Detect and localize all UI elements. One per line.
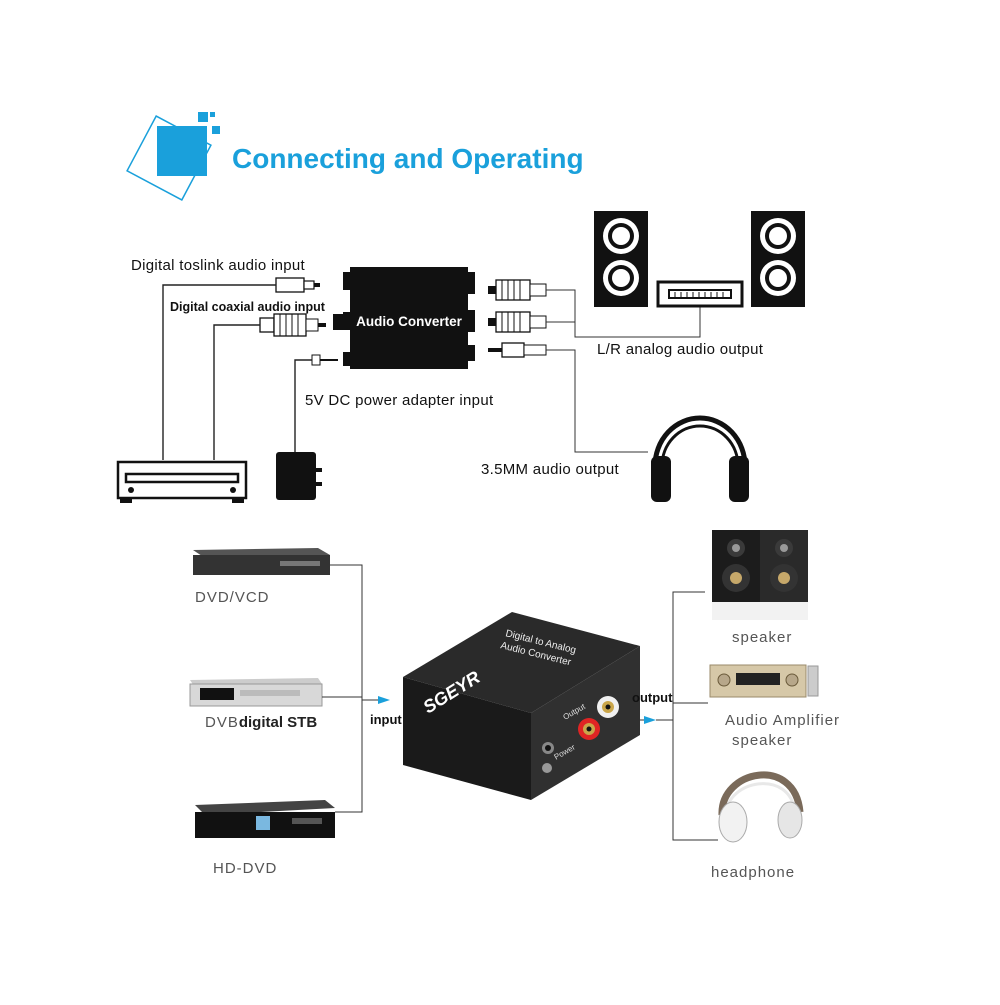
converter-device-icon: SGEYR Digital to Analog Audio Converter … [403, 612, 640, 800]
source-label-dvb-prefix: DVB [205, 714, 239, 731]
power-plug-icon [311, 354, 338, 366]
bookshelf-speakers-icon [712, 530, 808, 620]
lr-output-label: L/R analog audio output [597, 341, 764, 358]
headphone-output-label: 3.5MM audio output [481, 461, 620, 478]
source-label-dvb-bold: digital STB [239, 714, 318, 731]
power-adapter-icon [276, 452, 322, 500]
coaxial-label: Digital coaxial audio input [170, 300, 326, 314]
page-title: Connecting and Operating [232, 143, 584, 174]
hd-dvd-player-icon [195, 800, 335, 838]
source-label-dvd: DVD/VCD [195, 589, 270, 606]
toslink-plug-icon [275, 277, 320, 293]
header-logo-icon [126, 112, 220, 201]
jack-plug-icon [488, 342, 547, 358]
set-top-box-icon [189, 678, 323, 707]
audio-converter-box: Audio Converter [333, 267, 475, 369]
source-label-hddvd: HD-DVD [213, 860, 277, 877]
output-arrow-icon [644, 716, 656, 724]
headphone-icon [651, 415, 749, 502]
input-arrow-icon [378, 696, 390, 704]
coaxial-plug-icon [259, 313, 326, 337]
toslink-label: Digital toslink audio input [131, 257, 306, 274]
dvd-player-icon [193, 548, 330, 575]
source-label-dvb: DVBdigital STB [205, 714, 317, 731]
output-label: output [632, 690, 673, 705]
amplifier-icon [709, 664, 819, 698]
white-headphone-icon [718, 771, 804, 843]
converter-label: Audio Converter [356, 314, 463, 329]
amplifier-icon [656, 280, 744, 308]
speaker-left-icon [594, 211, 648, 307]
source-player-icon [116, 460, 248, 503]
output-label-amplifier: Audio Amplifier [725, 712, 840, 729]
power-label: 5V DC power adapter input [305, 392, 494, 409]
rca-plug-icon [488, 279, 547, 301]
rca-plug-icon [488, 311, 547, 333]
output-label-headphone: headphone [711, 864, 795, 881]
output-label-amplifier-speaker: speaker [732, 732, 792, 749]
output-label-speaker: speaker [732, 629, 792, 646]
speaker-right-icon [751, 211, 805, 307]
input-label: input [370, 712, 402, 727]
